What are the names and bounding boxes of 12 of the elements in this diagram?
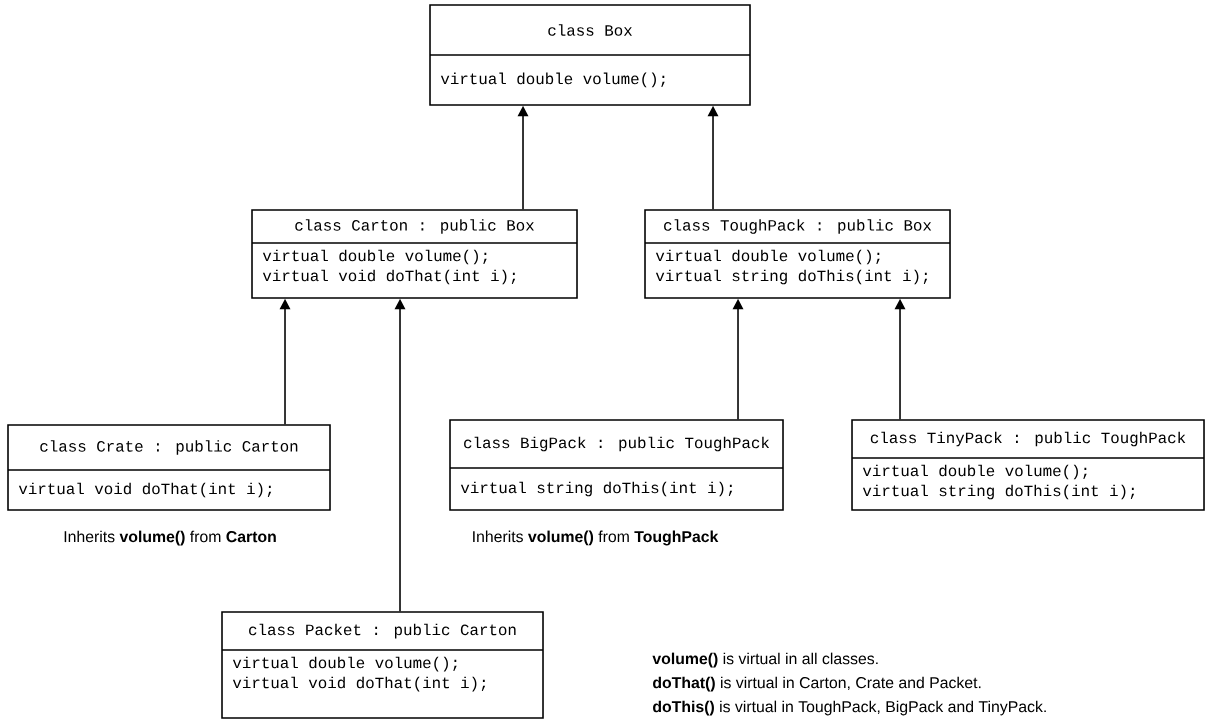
class-box: class TinyPack : public ToughPack virtual double volume(); virtual string doThis(int i); xyxy=(851,419,1205,511)
class-box: class Box virtual double volume(); xyxy=(429,4,751,106)
class-box: class Carton : public Box virtual double volume(); virtual void doThat(int i); xyxy=(251,209,578,299)
inheritance-note: Inherits volume() from ToughPack xyxy=(473,530,719,546)
note-text: doThis() is virtual in ToughPack, BigPack and TinyPack. xyxy=(653,700,1046,716)
note-text: doThat() is virtual in Carton, Crate and Packet. xyxy=(653,676,981,692)
class-box: class Crate : public Carton virtual void doThat(int i); xyxy=(7,424,331,511)
note-text: volume() is virtual in all classes. xyxy=(652,652,878,668)
class-box: class BigPack : public ToughPack virtual string doThis(int i); xyxy=(449,419,784,511)
inheritance-note: Inherits volume() from Carton xyxy=(64,530,276,546)
class-box: class ToughPack : public Box virtual double volume(); virtual string doThis(int i); xyxy=(644,209,951,299)
class-box: class Packet : public Carton virtual double volume(); virtual void doThat(int i); xyxy=(221,611,544,719)
